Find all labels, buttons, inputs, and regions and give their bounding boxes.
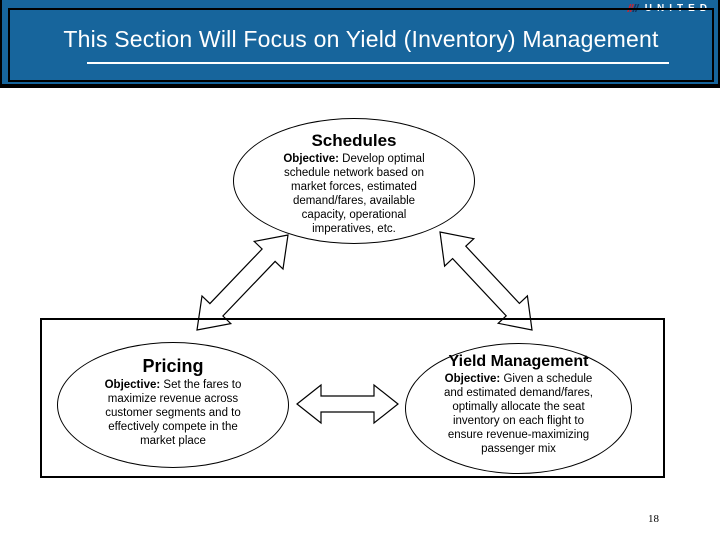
node-yield-management: Yield Management Objective: Given a sche…	[405, 343, 632, 474]
schedules-title: Schedules	[311, 131, 397, 150]
arrow-pricing-yield	[296, 383, 399, 425]
objective-text: Given a schedule and estimated demand/fa…	[444, 373, 593, 455]
slide-title: This Section Will Focus on Yield (Invent…	[63, 26, 659, 52]
pricing-yield-container	[40, 318, 665, 478]
yield-management-title: Yield Management	[448, 353, 589, 370]
pricing-title: Pricing	[142, 356, 204, 376]
title-box: This Section Will Focus on Yield (Invent…	[8, 8, 714, 82]
page-number: 18	[648, 513, 659, 525]
objective-label: Objective:	[444, 373, 501, 385]
schedules-objective: Objective: Develop optimal schedule netw…	[261, 152, 447, 236]
title-bar: UNITED This Section Will Focus on Yield …	[0, 0, 720, 88]
objective-text: Develop optimal schedule network based o…	[283, 153, 425, 235]
arrow-schedules-yield	[439, 231, 533, 331]
node-schedules: Schedules Objective: Develop optimal sch…	[233, 118, 475, 244]
objective-label: Objective:	[104, 379, 161, 391]
objective-label: Objective:	[283, 153, 339, 165]
arrow-schedules-pricing	[196, 234, 289, 331]
pricing-objective: Objective: Set the fares to maximize rev…	[75, 378, 271, 448]
title-underline	[87, 62, 669, 64]
node-pricing: Pricing Objective: Set the fares to maxi…	[57, 342, 289, 468]
yield-management-objective: Objective: Given a schedule and estimate…	[416, 372, 622, 456]
objective-text: Set the fares to maximize revenue across…	[105, 379, 242, 447]
